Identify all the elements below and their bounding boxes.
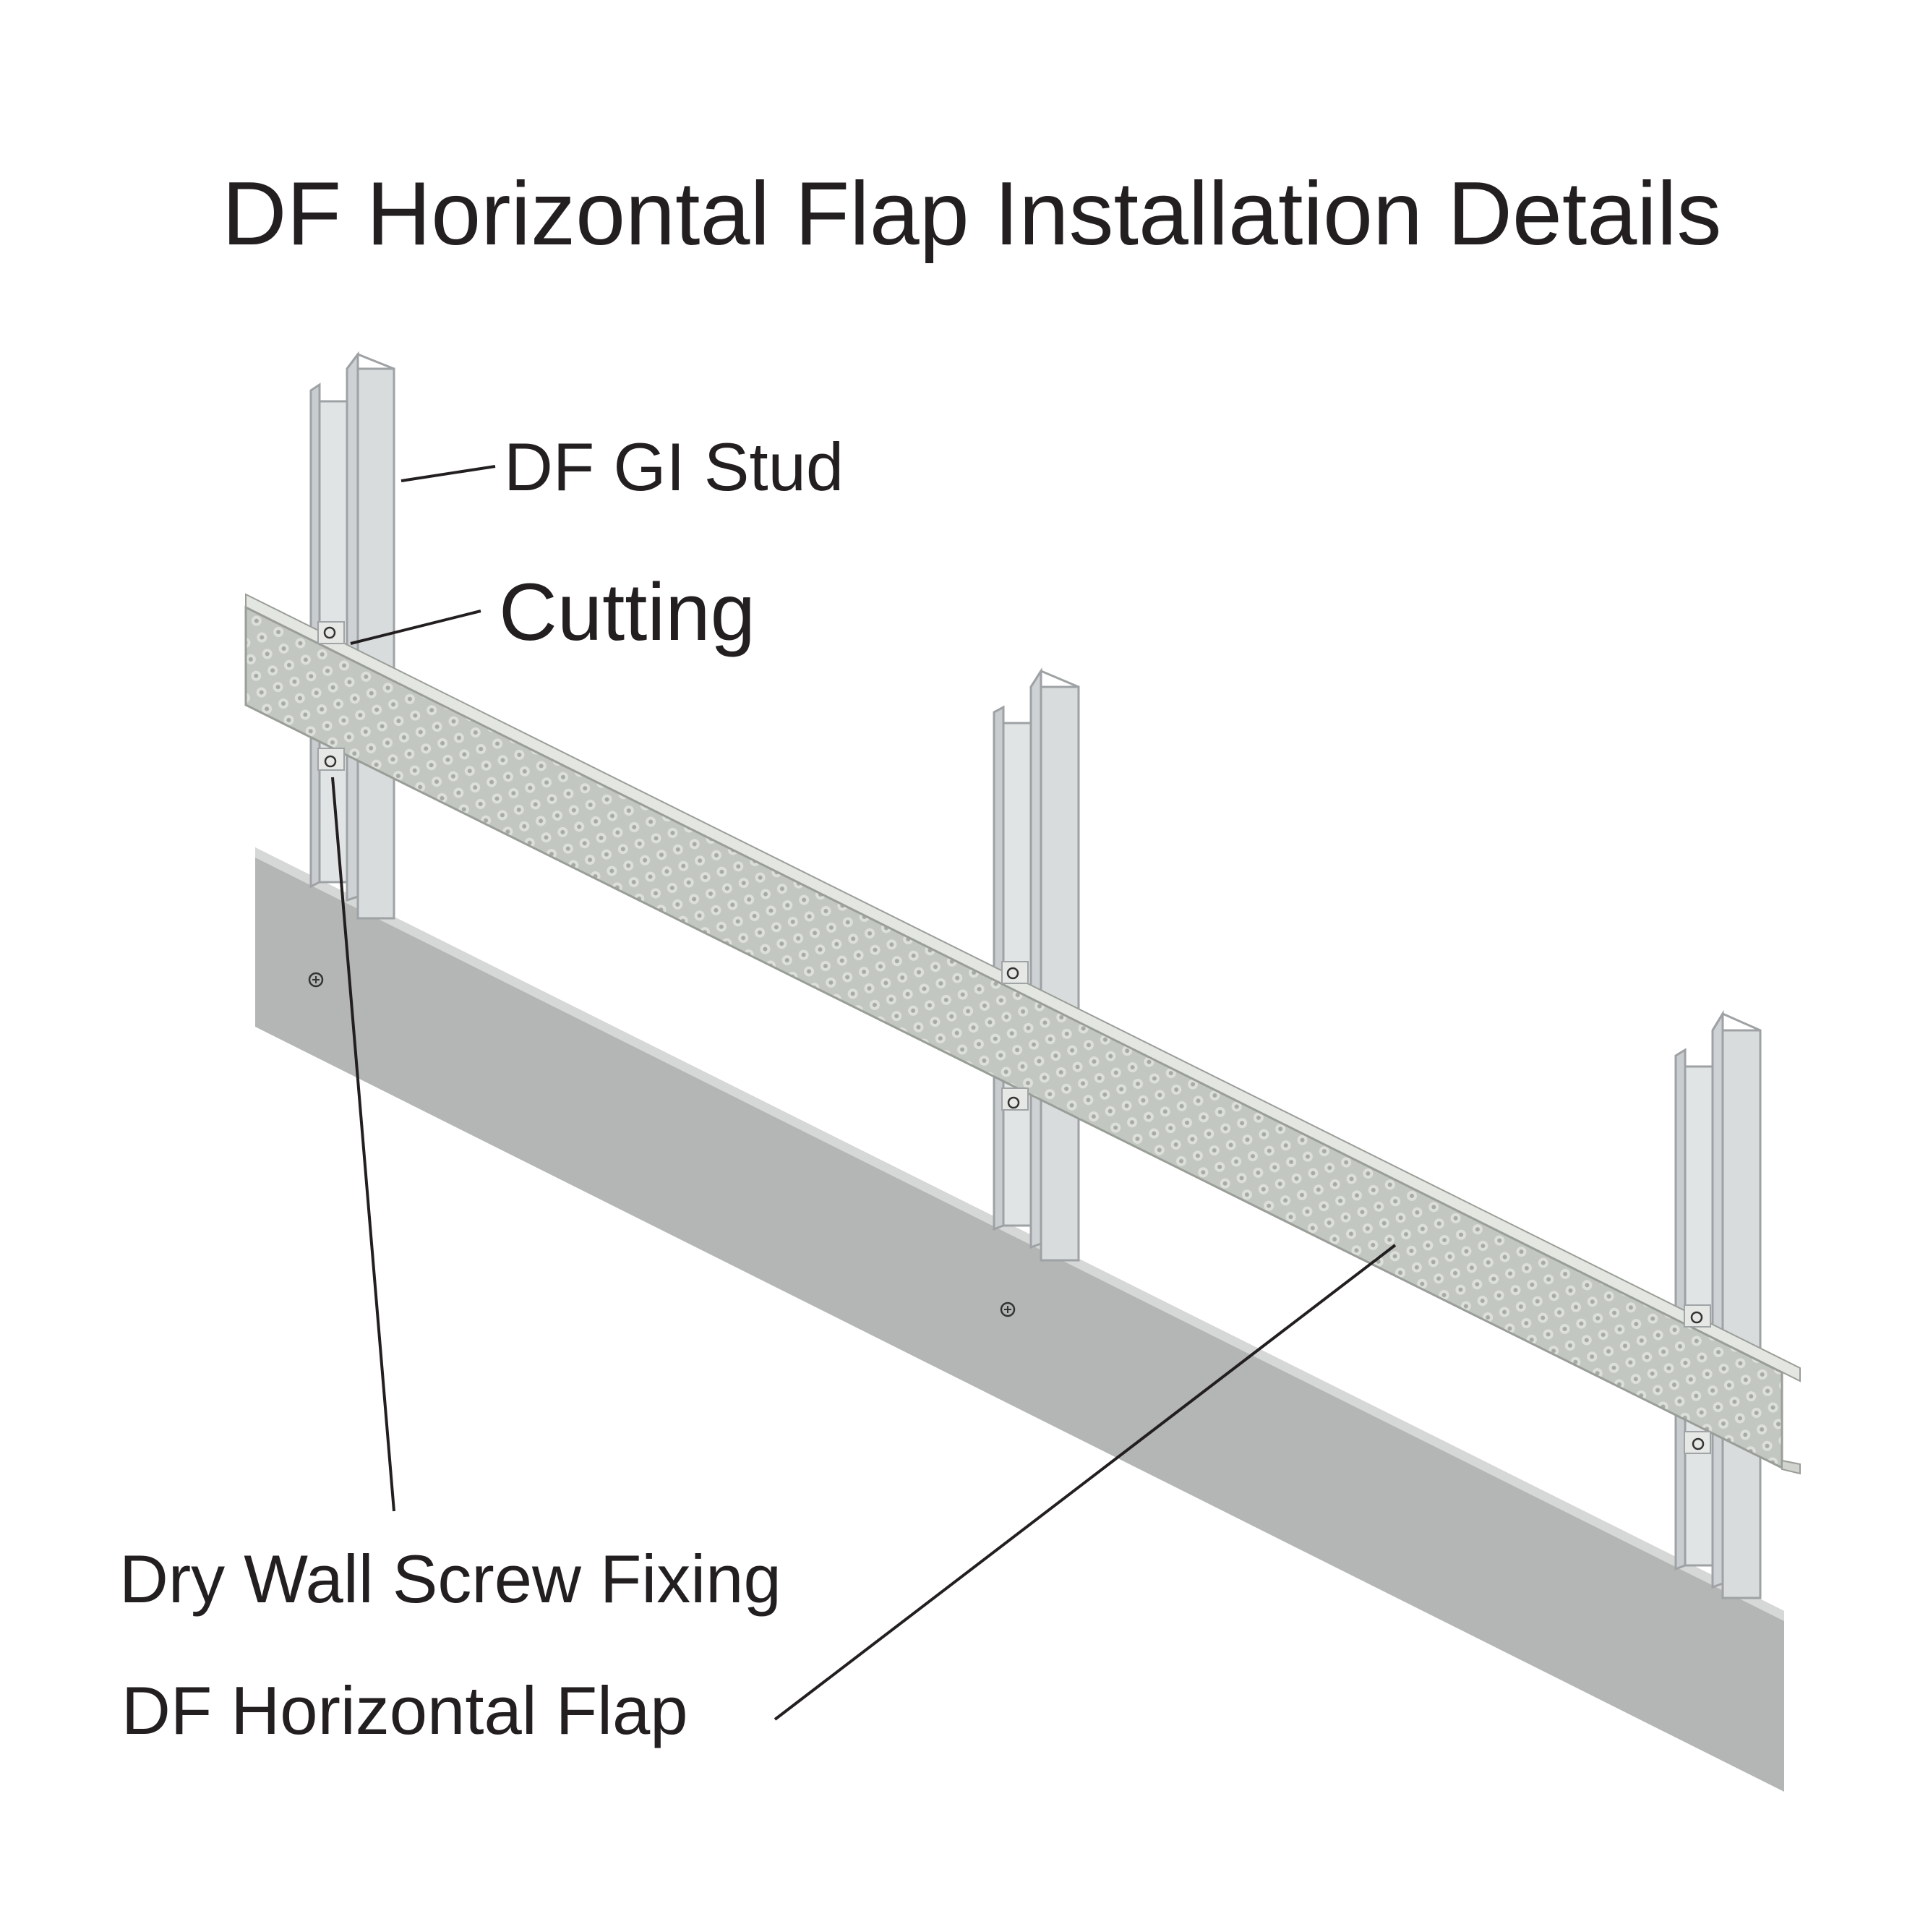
leader-screw	[331, 777, 395, 1512]
stud-tab-screws	[317, 621, 1711, 1454]
label-horizontal-flap: DF Horizontal Flap	[121, 1672, 688, 1748]
leader-lines	[331, 465, 1397, 1721]
horizontal-flap	[244, 593, 1801, 1475]
leader-flap	[774, 1244, 1397, 1721]
label-gi-stud: DF GI Stud	[504, 429, 844, 505]
board-screw-icon	[308, 972, 324, 988]
label-cutting: Cutting	[499, 567, 755, 657]
board-screw-icon	[1000, 1301, 1016, 1317]
diagram-title: DF Horizontal Flap Installation Details	[222, 164, 1721, 264]
label-screw-fixing: Dry Wall Screw Fixing	[119, 1541, 781, 1617]
gypsum-board	[255, 847, 1784, 1792]
leader-stud	[400, 465, 496, 482]
leader-cutting	[350, 610, 481, 645]
